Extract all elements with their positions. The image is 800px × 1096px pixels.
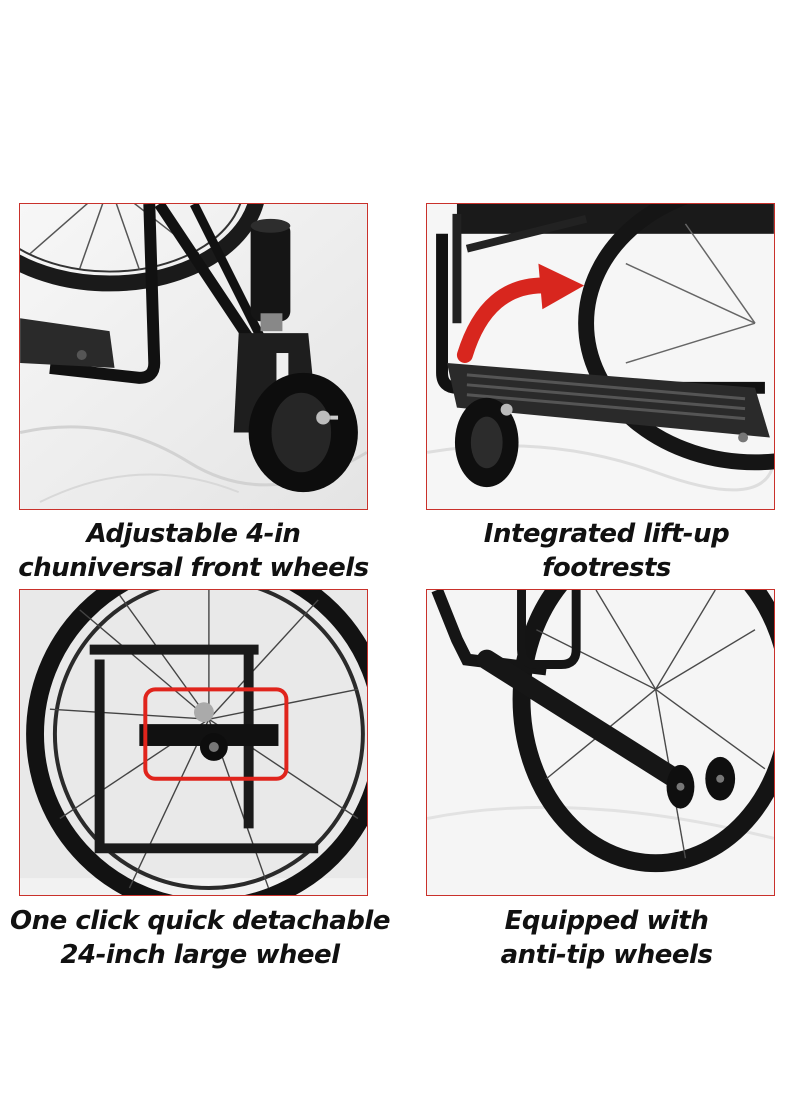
caption-line: Equipped with [504,906,709,936]
caption-line: footrests [542,553,671,583]
rear-wheel-caption: One click quick detachable 24-inch large… [0,904,400,972]
front-wheel-caption: Adjustable 4-in chuniversal front wheels [0,517,387,585]
caption-line: 24-inch large wheel [60,940,340,970]
caption-line: anti-tip wheels [500,940,713,970]
caption-line: Adjustable 4-in [86,519,301,549]
front-wheel-image [19,203,368,510]
anti-tip-photo-illustration [427,590,774,895]
front-wheel-photo-illustration [20,204,367,509]
caption-line: One click quick detachable [10,906,390,936]
anti-tip-image [426,589,775,896]
anti-tip-caption: Equipped with anti-tip wheels [413,904,800,972]
caption-line: chuniversal front wheels [18,553,369,583]
rear-wheel-image [19,589,368,896]
footrest-caption: Integrated lift-up footrests [413,517,800,585]
caption-line: Integrated lift-up [483,519,730,549]
footrest-photo-illustration [427,204,774,509]
rear-wheel-photo-illustration [20,590,367,895]
footrest-image [426,203,775,510]
